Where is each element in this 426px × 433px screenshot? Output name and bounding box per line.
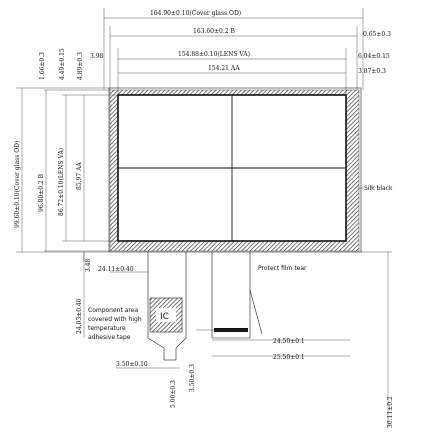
- dim-top-offset-1: 4.49±0.15: [59, 48, 66, 80]
- dim-right-offset-va: 6.04±0.15: [358, 53, 390, 60]
- dim-frame-width: 163.60±0.2 B: [193, 28, 235, 35]
- dim-bottom-offset: 3.48: [85, 258, 92, 272]
- svg-text:Component area: Component area: [88, 307, 138, 314]
- dim-top-extension-lines: [103, 8, 364, 95]
- dim-fpc-offset: 24.11±0.40: [98, 266, 134, 273]
- dim-tail-width: 25.50±0.1: [273, 354, 305, 361]
- cover-glass-outline: [108, 87, 362, 253]
- svg-text:covered with high: covered with high: [88, 316, 142, 323]
- dim-cover-od-width: 164.90±0.10(Cover glass OD): [150, 10, 241, 17]
- dim-right-offset-aa: 3.87±0.3: [358, 68, 386, 75]
- ic-label: IC: [160, 312, 169, 322]
- tail-outline: [211, 252, 263, 339]
- dim-left-gap-top: 1.66±0.3: [39, 52, 46, 80]
- dim-right-gap-top: 0.65±0.3: [363, 31, 391, 38]
- svg-text:temperature: temperature: [88, 325, 126, 332]
- dim-aa-width: 154.21 AA: [208, 65, 240, 72]
- dim-frame-height: 96.80±0.2 B: [38, 173, 45, 212]
- dim-lens-va-height: 86.72±0.10(LENS VA): [58, 148, 65, 216]
- dim-aa-height: 85.97 AA: [76, 162, 83, 190]
- svg-text:adhesive tape: adhesive tape: [88, 334, 131, 341]
- dim-fpc-tab-1: 5.00±0.3: [170, 380, 177, 408]
- dim-fpc-tab-2: 3.50±0.3: [189, 364, 196, 392]
- dim-left-offset-va: 3.98: [90, 53, 104, 60]
- dim-total-height: 30.11±0.2: [387, 396, 394, 428]
- component-note: Component area covered with high tempera…: [88, 307, 142, 341]
- dim-fpc-width: 3.50±0.10: [116, 361, 148, 368]
- dim-top-offset-2: 4.89±0.3: [77, 52, 84, 80]
- dim-cover-od-height: 99.60±0.10(Cover glass OD): [14, 141, 21, 228]
- protect-film-label: Protect film tear: [258, 265, 307, 272]
- dim-tail-pitch: 24.50±0.1: [273, 338, 305, 345]
- fpc-outline: [147, 252, 187, 361]
- dim-lens-va-width: 154.88±0.10(LENS VA): [178, 51, 250, 58]
- silk-black-label: Silk black: [364, 185, 393, 192]
- ic-label-box: [156, 308, 176, 322]
- dim-left-extension-lines: [16, 87, 118, 253]
- dim-fpc-length: 24.03±0.40: [76, 298, 83, 334]
